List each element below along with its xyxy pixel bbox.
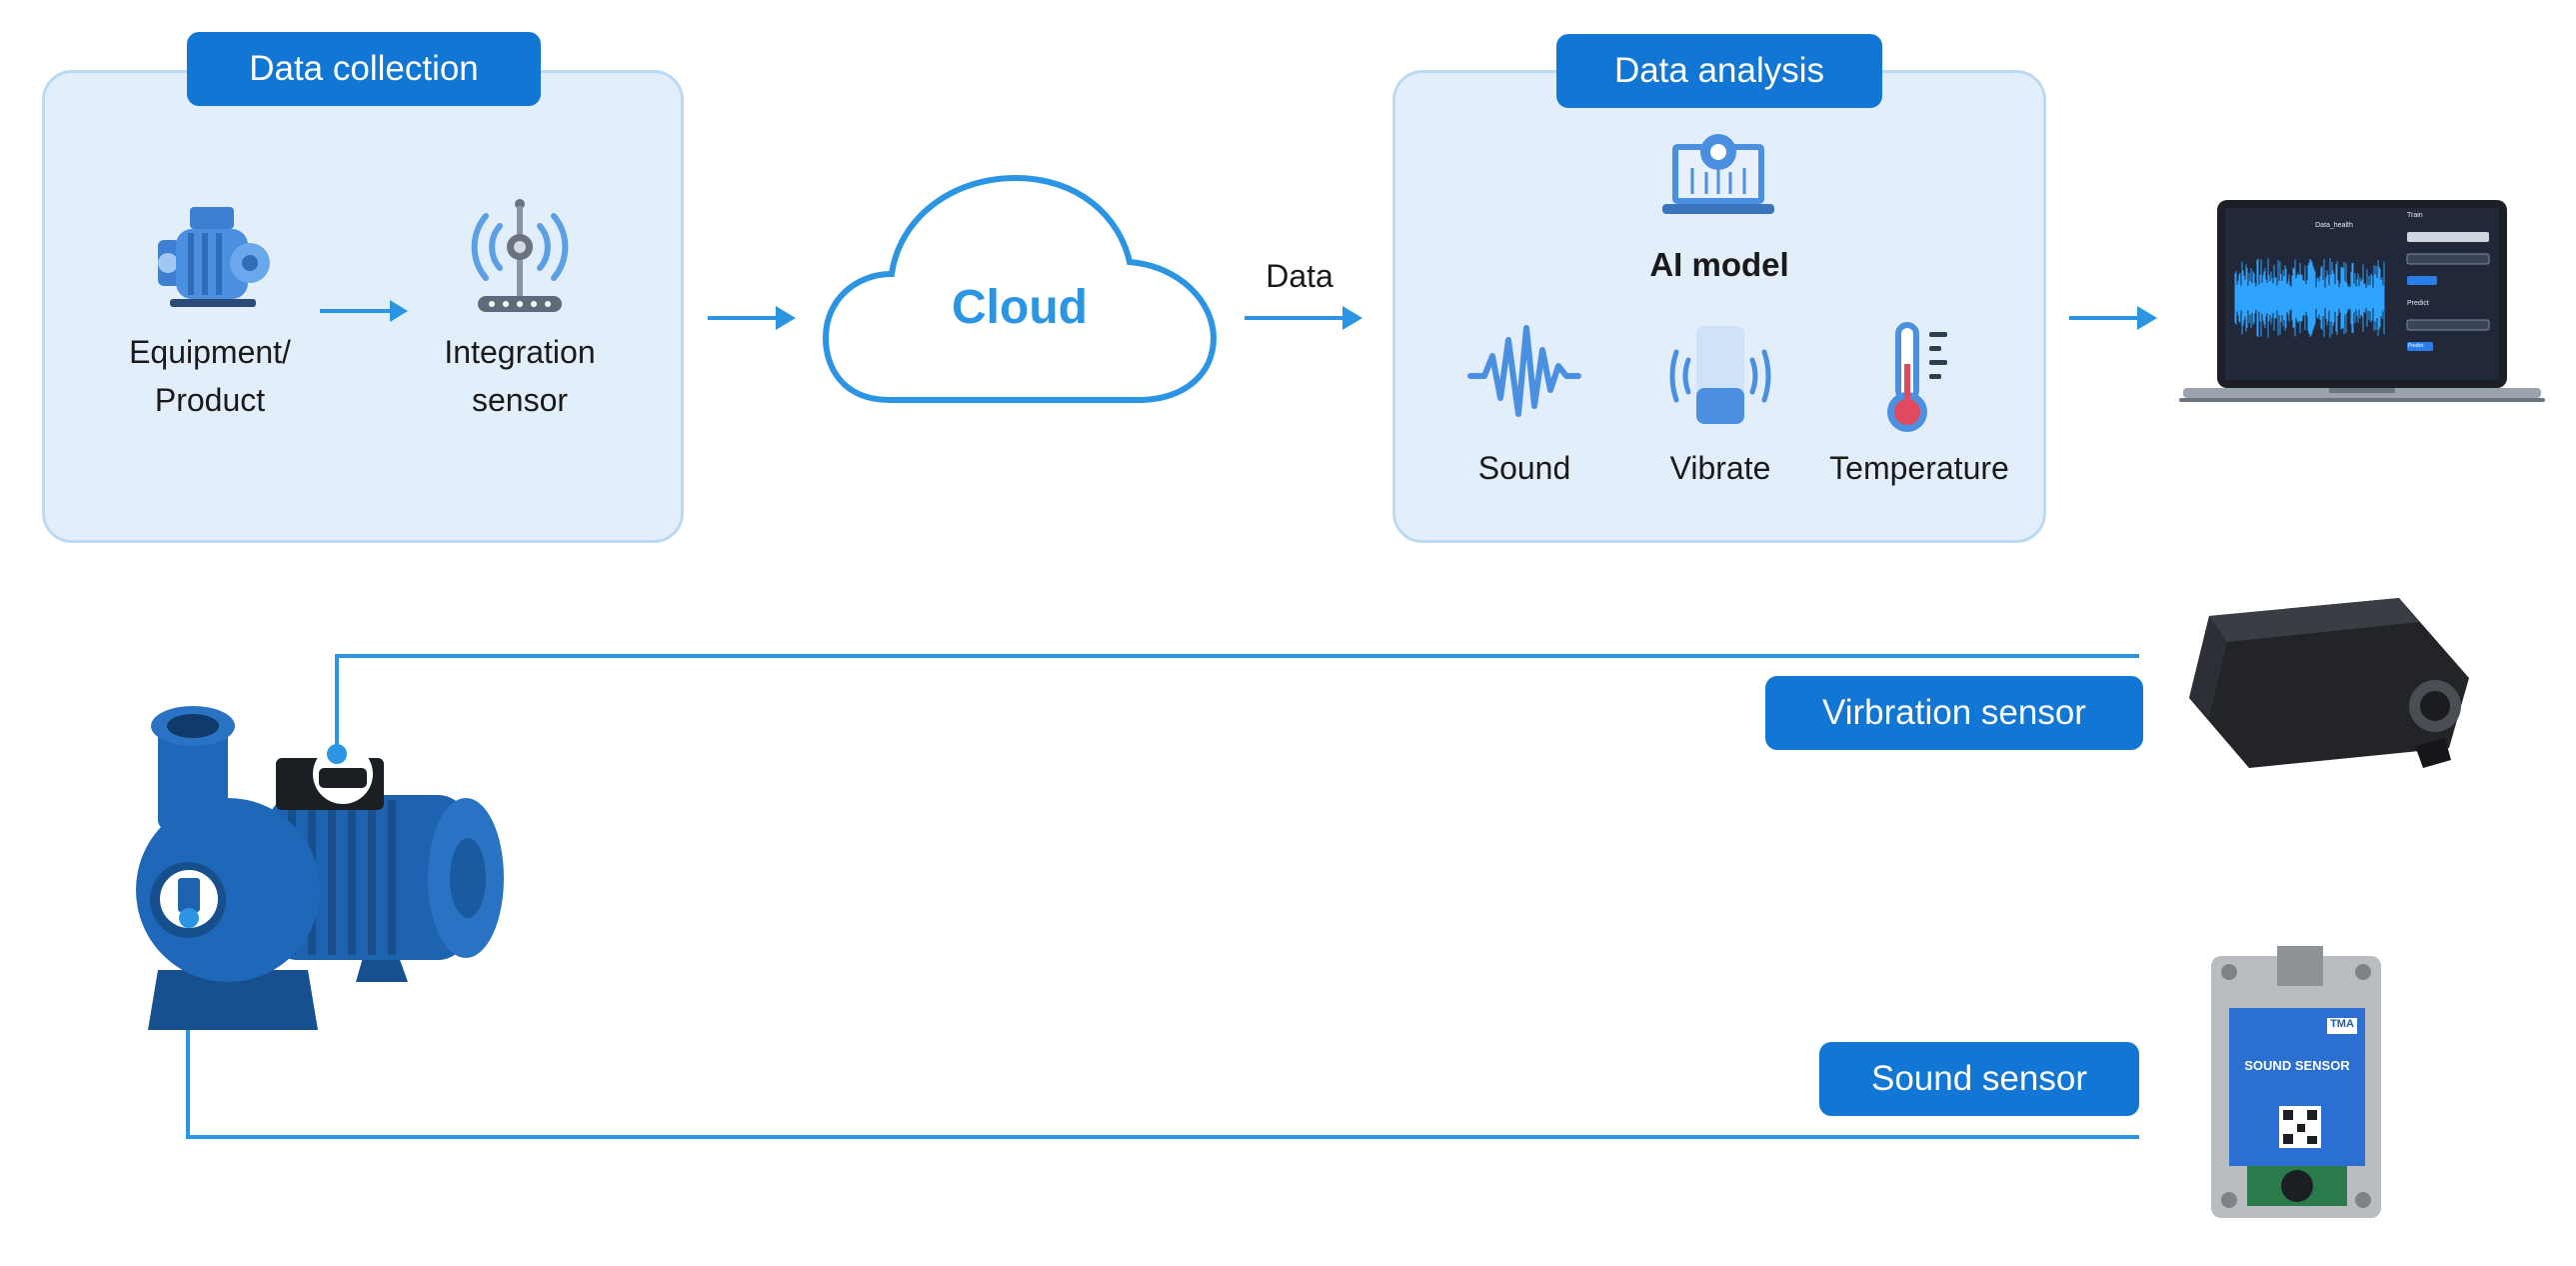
laptop-train-label: Train xyxy=(2407,212,2423,219)
sound-sensor-box-title: SOUND SENSOR xyxy=(2244,1058,2350,1073)
vibration-sensor-device xyxy=(2179,588,2479,778)
data-collection-panel xyxy=(42,70,684,543)
cloud-shape xyxy=(820,170,1220,410)
equipment-label: Equipment/ Product xyxy=(129,334,291,418)
laptop-predict-label: Predict xyxy=(2407,300,2429,307)
integration-sensor-label: Integration sensor xyxy=(444,334,596,418)
arrow-to-cloud xyxy=(708,304,798,332)
sound-sensor-brand: TMA xyxy=(2330,1018,2354,1030)
sound-sensor-marker xyxy=(158,868,220,930)
vibration-sensor-marker xyxy=(311,742,375,806)
ai-model-laptop-icon xyxy=(1662,128,1774,220)
motor-icon xyxy=(150,205,270,310)
data-collection-title: Data collection xyxy=(187,32,541,106)
thermometer-icon xyxy=(1879,318,1959,434)
ai-model-label: AI model xyxy=(1649,246,1789,283)
sound-sensor-device: TMA SOUND SENSOR xyxy=(2207,946,2387,1226)
temperature-label: Temperature xyxy=(1829,450,2009,486)
arrow-equipment-to-sensor xyxy=(320,298,410,324)
vibrate-label: Vibrate xyxy=(1669,450,1771,486)
antenna-sensor-icon xyxy=(470,198,570,316)
sound-label: Sound xyxy=(1477,450,1571,486)
laptop-screen-title: Data_health xyxy=(2315,222,2353,229)
sound-sensor-label: Sound sensor xyxy=(1819,1042,2139,1116)
arrow-to-laptop xyxy=(2069,304,2159,332)
laptop-dashboard: Data_health Train Predict Predict xyxy=(2179,198,2545,408)
sound-wave-icon xyxy=(1466,322,1582,428)
data-arrow-label: Data xyxy=(1266,258,1333,294)
vibrating-phone-icon xyxy=(1662,322,1778,428)
arrow-cloud-to-analysis xyxy=(1245,304,1364,332)
vibration-sensor-label: Virbration sensor xyxy=(1765,676,2143,750)
data-analysis-title: Data analysis xyxy=(1556,34,1882,108)
cloud-label: Cloud xyxy=(952,281,1088,334)
laptop-predict-button[interactable]: Predict xyxy=(2408,343,2424,349)
